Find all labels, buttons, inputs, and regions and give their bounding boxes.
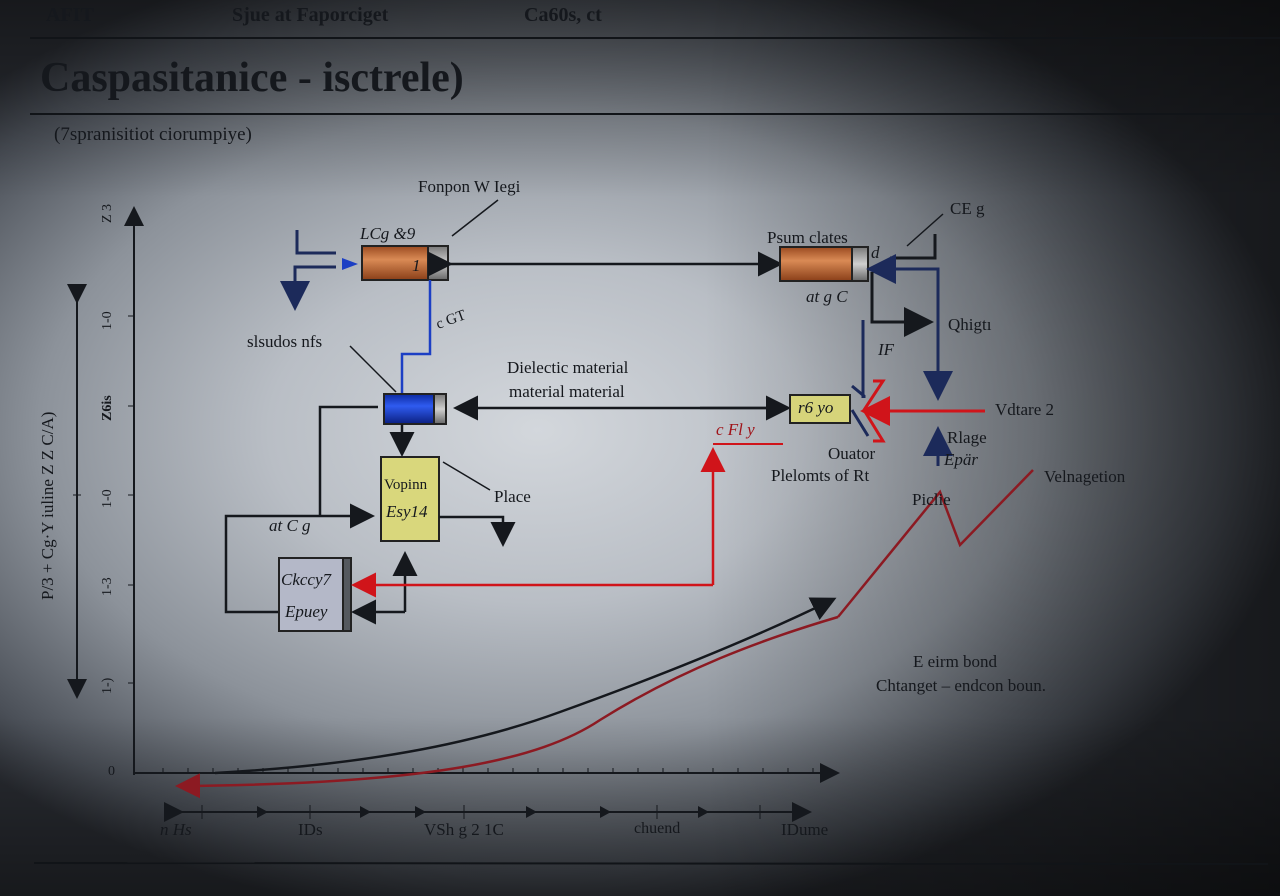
dielectric-label: Dielectic material — [507, 358, 629, 377]
top-right-bracket — [890, 234, 937, 260]
gray-box-line1: Ckccy7 — [281, 570, 332, 589]
note-line1: E eirm bond — [913, 652, 998, 671]
rlage-label: Rlage — [947, 428, 987, 447]
y-tick-label: 1-3 — [100, 577, 115, 596]
dielectric-label: material material — [509, 382, 625, 401]
x-label: VSh g 2 1C — [424, 820, 504, 839]
small-box-text: r6 yo — [798, 398, 834, 417]
capacitor-sublabel: at g C — [806, 287, 848, 306]
y-tick-label: Z6is — [100, 395, 115, 421]
capacitor-orange-right — [779, 246, 869, 282]
y-tick-label: 1-0 — [100, 489, 115, 508]
x-label: IDs — [298, 820, 323, 839]
x-label: IDume — [781, 820, 829, 839]
yellow-out-arrow — [439, 515, 516, 547]
red-zigzag-line — [837, 469, 1034, 618]
title-rule — [30, 113, 1280, 115]
box-gray — [278, 557, 344, 632]
callout-line — [451, 199, 499, 237]
blue-cap-callout: slsudos nfs — [247, 332, 323, 351]
top-left-bracket — [280, 230, 336, 311]
charge-label: Qhigtı — [948, 315, 992, 334]
gray-box-line2: Epuey — [285, 602, 328, 621]
rlage-sublabel: Epär — [944, 450, 978, 469]
x-label: n Hs — [160, 820, 192, 839]
x-ticks — [162, 768, 814, 773]
header-left: AFIT — [46, 4, 94, 26]
header-center: Sjue at Faporciget — [232, 4, 389, 26]
blue-arrowhead — [342, 258, 358, 270]
x-axis — [134, 763, 840, 822]
x-label-arrowheads — [257, 806, 709, 818]
capacitor-label: LCg &9 — [360, 224, 416, 243]
x-label-ticks — [201, 805, 761, 819]
capacitor-mark: 1 — [412, 256, 421, 275]
page-subtitle: (7spranisitiot ciorumpiye) — [54, 124, 252, 145]
yellow-box-line2: Esy14 — [386, 502, 428, 521]
box-gray-cap — [342, 557, 352, 632]
voltage-label: Vdtare 2 — [995, 400, 1055, 419]
navy-feedback-wire — [866, 254, 940, 390]
header-right: Ca60s, ct — [524, 4, 602, 26]
charge-arrow — [870, 272, 934, 337]
header-rule — [30, 37, 1280, 39]
piclie-label: Piclie — [912, 490, 951, 509]
capacitor-blue — [383, 393, 447, 425]
callout-label: Fonpon W Iegi — [418, 177, 521, 196]
outator-sublabel: Plelomts of Rt — [771, 466, 870, 485]
if-label: IF — [878, 340, 895, 359]
feedback-label: at C g — [269, 516, 311, 535]
note-line2: Chtanget – endcon boun. — [876, 676, 1046, 695]
outator-label: Ouator — [828, 444, 876, 463]
red-curve — [175, 615, 839, 799]
y-axis — [67, 206, 144, 775]
callout-line — [349, 345, 397, 393]
footer-rule — [33, 862, 1269, 865]
callout-line — [442, 461, 491, 491]
red-label: c Fl y — [716, 420, 755, 439]
yellow-box-line1: Vopinn — [384, 477, 428, 493]
y-tick-label: 0 — [108, 764, 115, 779]
capacitor-mark: d — [871, 243, 880, 262]
left-loop-wire — [318, 405, 378, 516]
y-tick-label: 1-) — [100, 677, 115, 694]
yellow-box-callout: Place — [494, 487, 531, 506]
callout-label: CE g — [950, 199, 985, 218]
y-axis-label: P/3 + Cg·Y iuline Z Z C/A) — [38, 411, 57, 600]
page-title: Caspasitanice - isctrele) — [40, 55, 464, 101]
black-curve — [214, 597, 837, 775]
callout-line — [906, 213, 944, 247]
box-yellow — [380, 456, 440, 542]
capacitor-orange-left — [361, 245, 449, 281]
blue-wire — [400, 280, 432, 396]
velnagetion-label: Velnagetion — [1044, 467, 1126, 486]
box-small — [789, 394, 851, 424]
capacitor-label: Psum clates — [767, 228, 848, 247]
y-tick-label: 1-0 — [100, 311, 115, 330]
x-label: chuend — [634, 820, 681, 837]
y-tick-label: Z 3 — [100, 203, 115, 223]
feedback-loop-wire — [224, 503, 375, 614]
